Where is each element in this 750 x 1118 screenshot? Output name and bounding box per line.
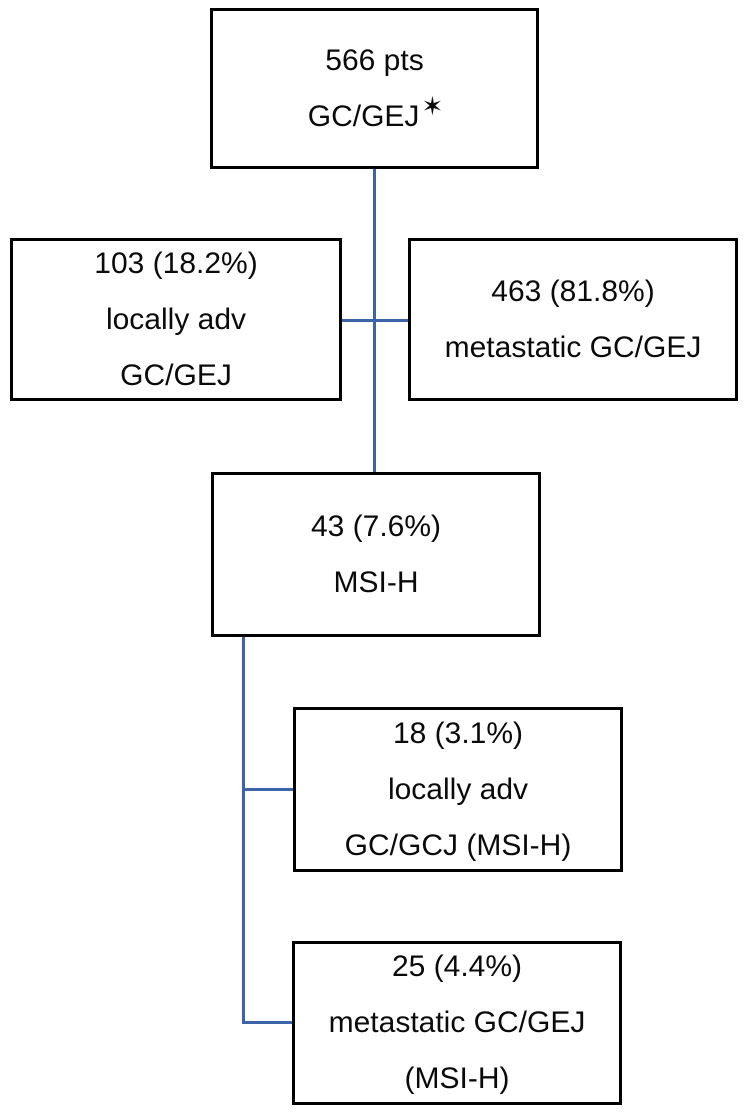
flow-box-locally-advanced-msi-h: 18 (3.1%) locally adv GC/GCJ (MSI-H): [293, 707, 623, 872]
flow-box-metastatic: 463 (81.8%) metastatic GC/GEJ: [408, 238, 738, 401]
connector-locallyadv-to-metastatic: [340, 319, 410, 322]
box-text-line: GC/GCJ (MSI-H): [344, 828, 572, 862]
box-text-line: 566 pts: [325, 43, 424, 77]
box-text-line: metastatic GC/GEJ: [444, 330, 702, 364]
flow-box-metastatic-msi-h: 25 (4.4%) metastatic GC/GEJ (MSI-H): [292, 941, 622, 1105]
box-text-line: 25 (4.4%): [391, 950, 523, 983]
box-text-line: GC/GEJ: [120, 358, 232, 392]
connector-msih-down-vertical: [242, 636, 245, 1024]
box-text-line: 103 (18.2%): [94, 246, 258, 280]
box-text-line: metastatic GC/GEJ: [328, 1006, 586, 1039]
box-text-line: 18 (3.1%): [392, 716, 524, 750]
box-text-line: (MSI-H): [404, 1062, 510, 1095]
box-text-line: locally adv: [105, 302, 247, 336]
connector-branch-to-metastatic-msih: [242, 1021, 294, 1024]
box-text-line: 463 (81.8%): [491, 274, 655, 308]
box-text-segment: GC/GEJ: [307, 99, 420, 133]
box-text-line: MSI-H: [333, 565, 419, 599]
box-text-line: locally adv: [387, 772, 529, 806]
box-text-line: GC/GEJ✶: [307, 90, 444, 133]
connector-branch-to-locallyadv-msih: [242, 788, 294, 791]
flow-box-locally-advanced: 103 (18.2%) locally adv GC/GEJ: [10, 238, 342, 401]
box-text-line: 43 (7.6%): [310, 509, 442, 543]
flow-box-msi-h: 43 (7.6%) MSI-H: [211, 472, 541, 637]
flow-box-total-patients: 566 pts GC/GEJ✶: [210, 8, 539, 169]
